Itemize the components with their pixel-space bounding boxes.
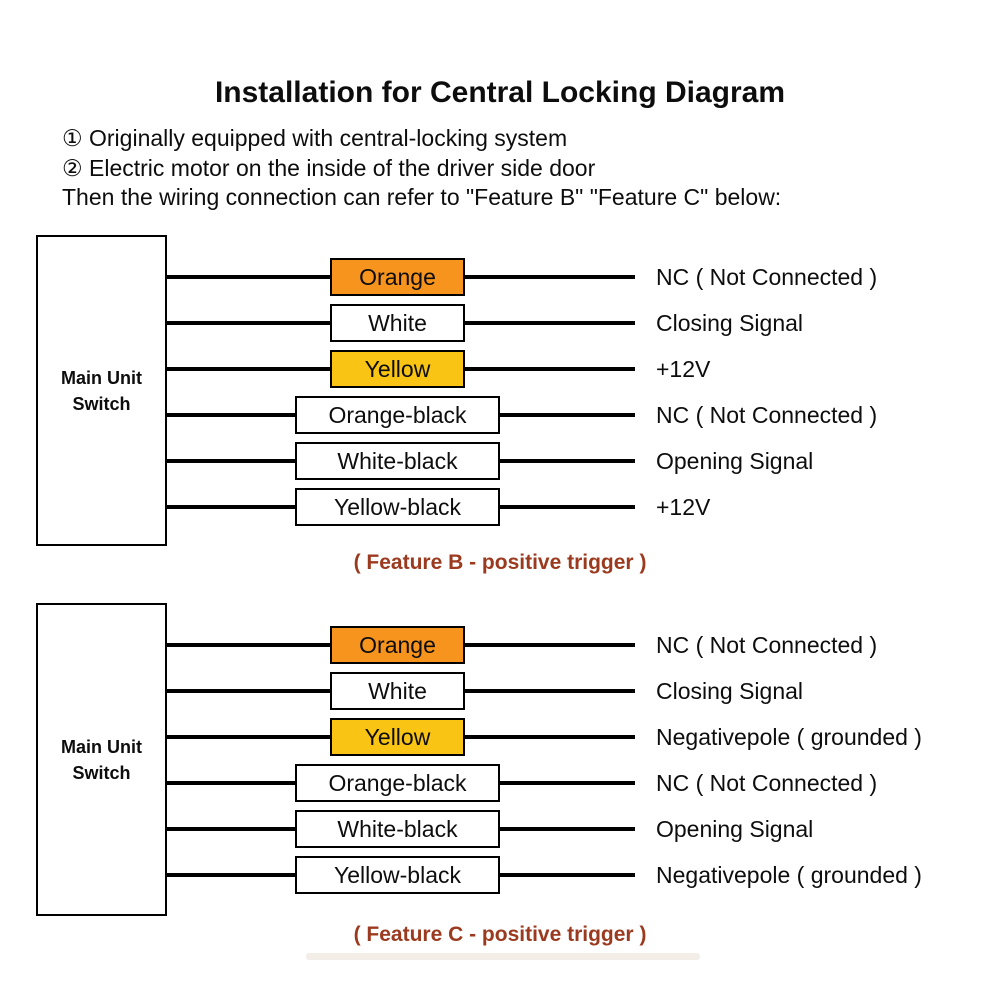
feature-b-caption: ( Feature B - positive trigger ) xyxy=(353,551,647,574)
wire-signal-label: +12V xyxy=(656,494,711,520)
main-unit-switch-box: Main Unit Switch xyxy=(36,603,167,916)
note-line-1: ① Originally equipped with central-locki… xyxy=(62,125,568,151)
wire-color-label: White xyxy=(330,672,465,710)
wire-signal-label: NC ( Not Connected ) xyxy=(656,264,878,290)
instruction-notes: ① Originally equipped with central-locki… xyxy=(62,124,781,213)
wire-signal-label: Negativepole ( grounded ) xyxy=(656,862,922,888)
main-unit-switch-box: Main Unit Switch xyxy=(36,235,167,546)
wire-signal-label: Negativepole ( grounded ) xyxy=(656,724,922,750)
wire-signal-label: NC ( Not Connected ) xyxy=(656,770,878,796)
wire-color-label: Orange-black xyxy=(295,764,500,802)
feature-c-caption: ( Feature C - positive trigger ) xyxy=(353,923,647,946)
note-line-2: ② Electric motor on the inside of the dr… xyxy=(62,154,596,181)
wire-color-label: White-black xyxy=(295,442,500,480)
wire-color-label: Yellow xyxy=(330,350,465,388)
wire-signal-label: Closing Signal xyxy=(656,678,804,704)
main-unit-switch-label: Main Unit Switch xyxy=(61,367,142,414)
wire-signal-label: Closing Signal xyxy=(656,310,804,336)
wire-color-label: White-black xyxy=(295,810,500,848)
wire-color-label: Orange xyxy=(330,258,465,296)
wire-color-label: White xyxy=(330,304,465,342)
wire-signal-label: Opening Signal xyxy=(656,448,814,474)
wire-signal-label: NC ( Not Connected ) xyxy=(656,632,878,658)
wire-color-label: Yellow-black xyxy=(295,856,500,894)
faint-watermark xyxy=(306,953,700,960)
note-line-3: Then the wiring connection can refer to … xyxy=(62,184,782,210)
main-unit-switch-label: Main Unit Switch xyxy=(61,736,142,783)
wire-signal-label: NC ( Not Connected ) xyxy=(656,402,878,428)
wire-color-label: Yellow xyxy=(330,718,465,756)
wire-color-label: Orange xyxy=(330,626,465,664)
wire-color-label: Orange-black xyxy=(295,396,500,434)
wire-color-label: Yellow-black xyxy=(295,488,500,526)
wire-signal-label: Opening Signal xyxy=(656,816,814,842)
page-title: Installation for Central Locking Diagram xyxy=(214,76,786,109)
wire-signal-label: +12V xyxy=(656,356,711,382)
